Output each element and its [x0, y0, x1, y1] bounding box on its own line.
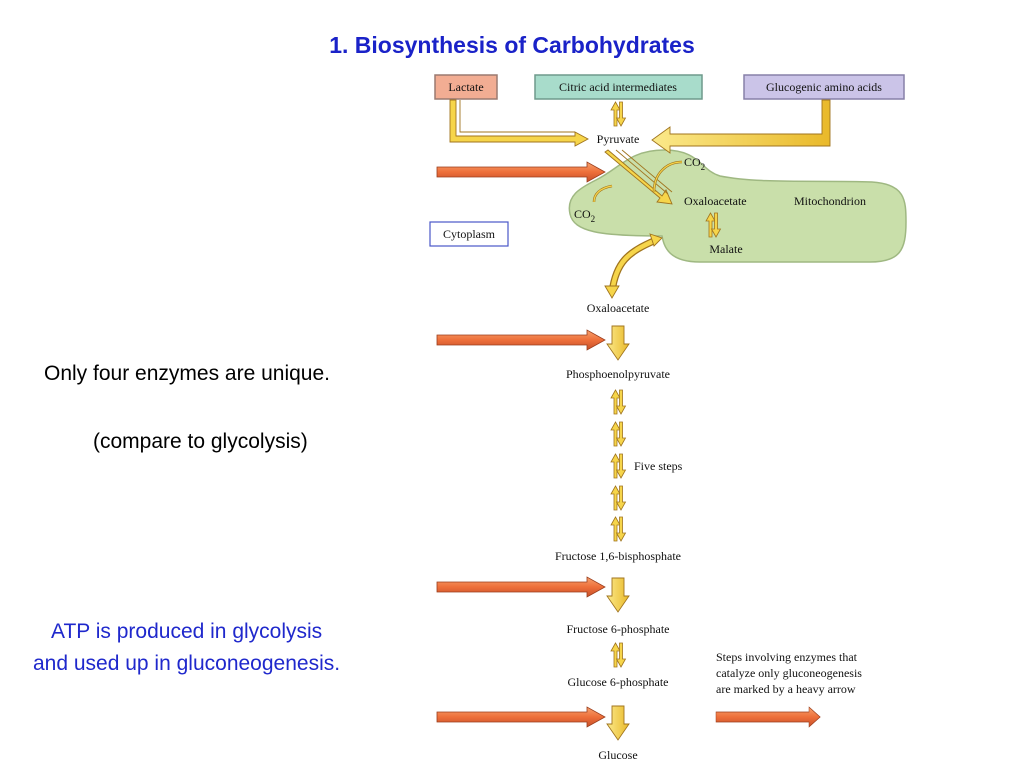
lactate-to-pyruvate-arrow: [449, 99, 589, 147]
legend-line2: catalyze only gluconeogenesis: [716, 666, 862, 680]
heavy-arrow-pepck: [436, 329, 606, 351]
co2-left-label: CO2: [574, 207, 595, 224]
glucogenic-box: [743, 74, 905, 100]
oxaloacetate-cyto-label: Oxaloacetate: [587, 301, 650, 315]
heavy-arrow-fbpase: [436, 576, 606, 598]
oxaloacetate-to-pep-arrow: [606, 325, 630, 361]
reversible-step-3-arrow: [610, 453, 626, 479]
pep-label: Phosphoenolpyruvate: [566, 367, 670, 381]
cytoplasm-label: Cytoplasm: [443, 227, 496, 241]
lactate-label: Lactate: [448, 80, 483, 94]
f6p-g6p-arrow: [610, 642, 626, 668]
glucogenic-to-pyruvate-arrow: [651, 99, 831, 154]
heavy-arrow-pyruvate-carboxylase: [436, 161, 606, 183]
compare-glycolysis-text: (compare to glycolysis): [93, 430, 308, 453]
malate-label: Malate: [709, 242, 742, 256]
cytoplasm-box: [429, 221, 509, 247]
unique-enzymes-text: Only four enzymes are unique.: [44, 362, 330, 385]
reversible-step-2-arrow: [610, 421, 626, 447]
legend-heavy-arrow: [715, 706, 821, 728]
reversible-step-4-arrow: [610, 485, 626, 511]
reversible-step-5-arrow: [610, 516, 626, 542]
five-steps-label: Five steps: [634, 459, 683, 473]
mitochondrion-label: Mitochondrion: [794, 194, 866, 208]
g6p-label: Glucose 6-phosphate: [568, 675, 669, 689]
heavy-arrow-g6pase: [436, 706, 606, 728]
atp-text-line2: and used up in gluconeogenesis.: [33, 652, 341, 675]
co2-top-label: CO2: [684, 155, 705, 172]
citric-to-pyruvate-arrow: [610, 101, 626, 127]
g6p-to-glucose-arrow: [606, 705, 630, 741]
legend-line3: are marked by a heavy arrow: [716, 682, 856, 696]
oxaloacetate-mito-label: Oxaloacetate: [684, 194, 747, 208]
reversible-step-1-arrow: [610, 389, 626, 415]
f16bp-label: Fructose 1,6-bisphosphate: [555, 549, 681, 563]
citric-acid-label: Citric acid intermediates: [559, 80, 677, 94]
legend-line1: Steps involving enzymes that: [716, 650, 858, 664]
glucose-label: Glucose: [598, 748, 637, 762]
atp-text-line1: ATP is produced in glycolysis: [51, 620, 323, 643]
mitochondrion-compartment: [568, 149, 907, 263]
f6p-label: Fructose 6-phosphate: [567, 622, 670, 636]
pyruvate-label: Pyruvate: [597, 132, 640, 146]
f16bp-to-f6p-arrow: [606, 577, 630, 613]
slide-title: 1. Biosynthesis of Carbohydrates: [329, 32, 695, 58]
lactate-box: [434, 74, 498, 100]
glucogenic-label: Glucogenic amino acids: [766, 80, 882, 94]
citric-acid-box: [534, 74, 703, 100]
